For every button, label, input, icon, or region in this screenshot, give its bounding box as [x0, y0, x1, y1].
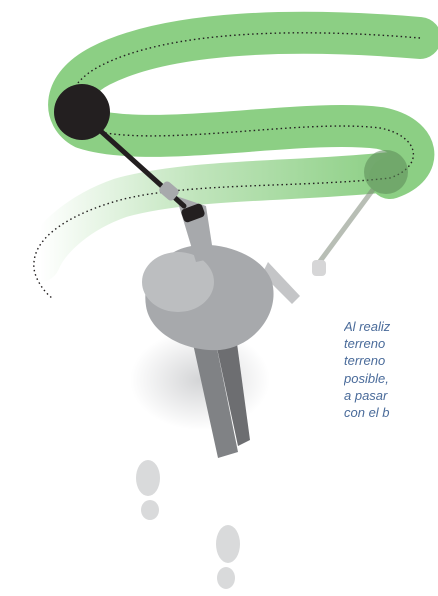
caption-line: posible,	[344, 370, 438, 387]
caption-line: a pasar	[344, 387, 438, 404]
footprint-icon	[216, 525, 240, 589]
caption-text: Al realiz terreno terreno posible, a pas…	[344, 318, 438, 421]
operator-head	[142, 252, 214, 312]
caption-line: terreno	[344, 335, 438, 352]
caption-line: terreno	[344, 352, 438, 369]
caption-line: con el b	[344, 404, 438, 421]
sweep-band	[40, 33, 420, 262]
caption-line: Al realiz	[344, 318, 438, 335]
footprints	[136, 460, 240, 589]
footprint-icon	[136, 460, 160, 520]
